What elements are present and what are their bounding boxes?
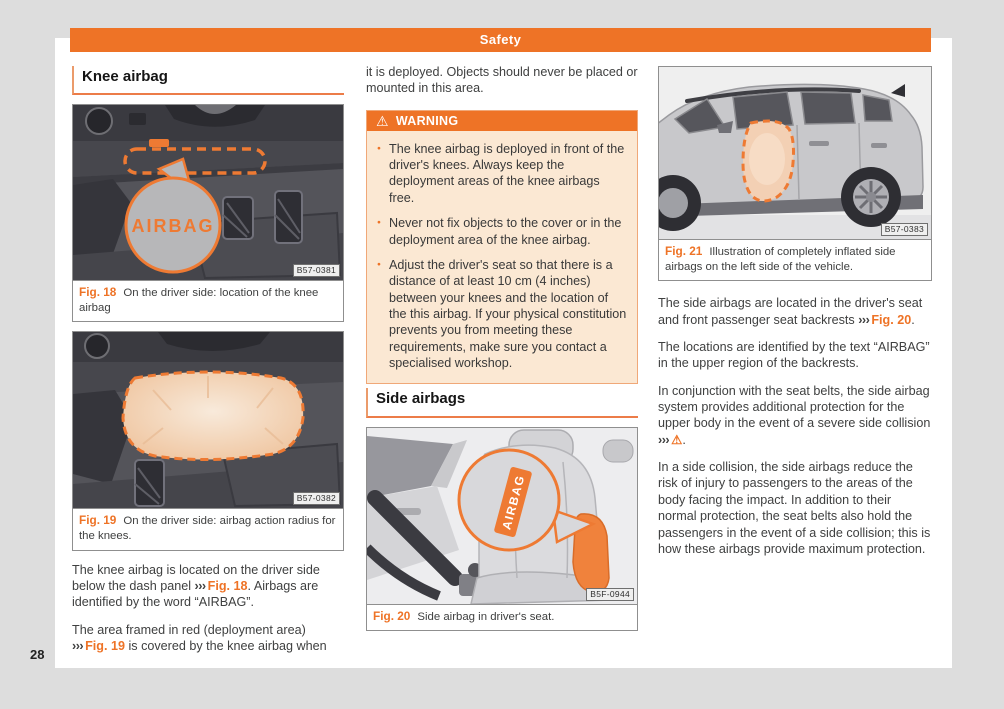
front-wheel [659,175,701,231]
figure-18-reference-link[interactable]: Fig. 18 [207,578,248,593]
rear-wheel [841,167,901,227]
body-paragraph: The area framed in red (deployment area)… [72,622,327,654]
column-left: Knee airbag [72,62,344,654]
airbag-tag-on-dash [149,139,169,148]
ref-arrow-icon: ››› [658,432,670,447]
figure-20-reference-link[interactable]: Fig. 20 [871,312,912,327]
airbag-deployment-outline [123,147,267,175]
figure-19-label: Fig. 19 [79,513,117,528]
knee-airbag-action-radius-illustration [73,332,343,509]
column-middle: it is deployed. Objects should never be … [366,62,638,632]
body-paragraph: In conjunction with the seat belts, the … [658,383,931,447]
passenger-headrest [602,439,634,463]
body-paragraph: it is deployed. Objects should never be … [366,65,638,96]
side-window [367,435,453,498]
warning-bullet-list: The knee airbag is deployed in front of … [367,131,637,384]
pedal [134,459,165,508]
roof-rail [685,87,861,103]
antenna-fin [891,84,905,97]
body-paragraph: In a side collision, the side airbags re… [658,460,931,556]
airbag-balloon [124,176,222,274]
floor-mat [221,443,342,508]
side-mirror [717,121,733,133]
image-code-badge: B5F-0944 [586,587,634,601]
figure-21-label: Fig. 21 [665,244,703,258]
steering-wheel-bottom [165,105,265,128]
figure-18-image: AIRBAG B57-0381 [73,105,343,282]
airbag-action-radius-blob [121,370,305,462]
steering-wheel-rim [367,489,463,586]
ref-arrow-icon: ››› [858,312,870,327]
figure-20-image: AIRBAG B5F-0944 [367,427,637,605]
vehicle-side-airbag-illustration [659,67,931,239]
image-code-badge: B57-0382 [292,492,340,506]
image-code-badge: B57-0381 [292,264,340,278]
body-paragraph: The knee airbag is located on the driver… [72,562,320,610]
warning-bullet: The knee airbag is deployed in front of … [376,141,628,206]
figure-18-label: Fig. 18 [79,285,117,300]
figure-21-image: B57-0383 [659,67,931,240]
windows [673,91,893,134]
ref-arrow-icon: ››› [194,578,207,593]
door-handle [871,143,887,148]
chapter-header: Safety [70,28,931,52]
airbag-word: AIRBAG [132,216,215,236]
figure-19-image: B57-0382 [73,332,343,510]
pedals [222,190,303,245]
warning-triangle-icon: ⚠ [376,112,389,129]
ref-arrow-icon: ››› [72,639,84,654]
section-heading-side-airbags: Side airbags [366,388,638,418]
section-heading-knee-airbag: Knee airbag [72,66,344,96]
image-code-badge: B57-0383 [880,223,928,236]
steering-wheel-bottom [158,332,270,352]
body-paragraph: The locations are identified by the text… [658,339,930,371]
warning-title: WARNING [395,113,459,128]
dashboard-knee-airbag-illustration: AIRBAG [73,105,343,281]
door-handle [809,141,829,146]
figure-20-label: Fig. 20 [373,608,411,623]
balloon-tail [551,507,597,544]
headlight-switch [84,333,110,360]
warning-bullet: Never not fix objects to the cover or in… [376,215,628,248]
body-paragraph: The side airbags are located in the driv… [658,296,923,327]
side-airbag-seat-illustration: AIRBAG [367,427,637,604]
warning-reference-icon[interactable]: ⚠ [671,432,683,447]
warning-header: ⚠ WARNING [367,110,637,131]
warning-bullet: Adjust the driver's seat so that there i… [376,257,628,372]
warning-box: ⚠ WARNING The knee airbag is deployed in… [366,109,638,385]
figure-19-reference-link[interactable]: Fig. 19 [85,639,125,654]
page-number: 28 [30,647,45,662]
headlight-switch [85,107,113,136]
